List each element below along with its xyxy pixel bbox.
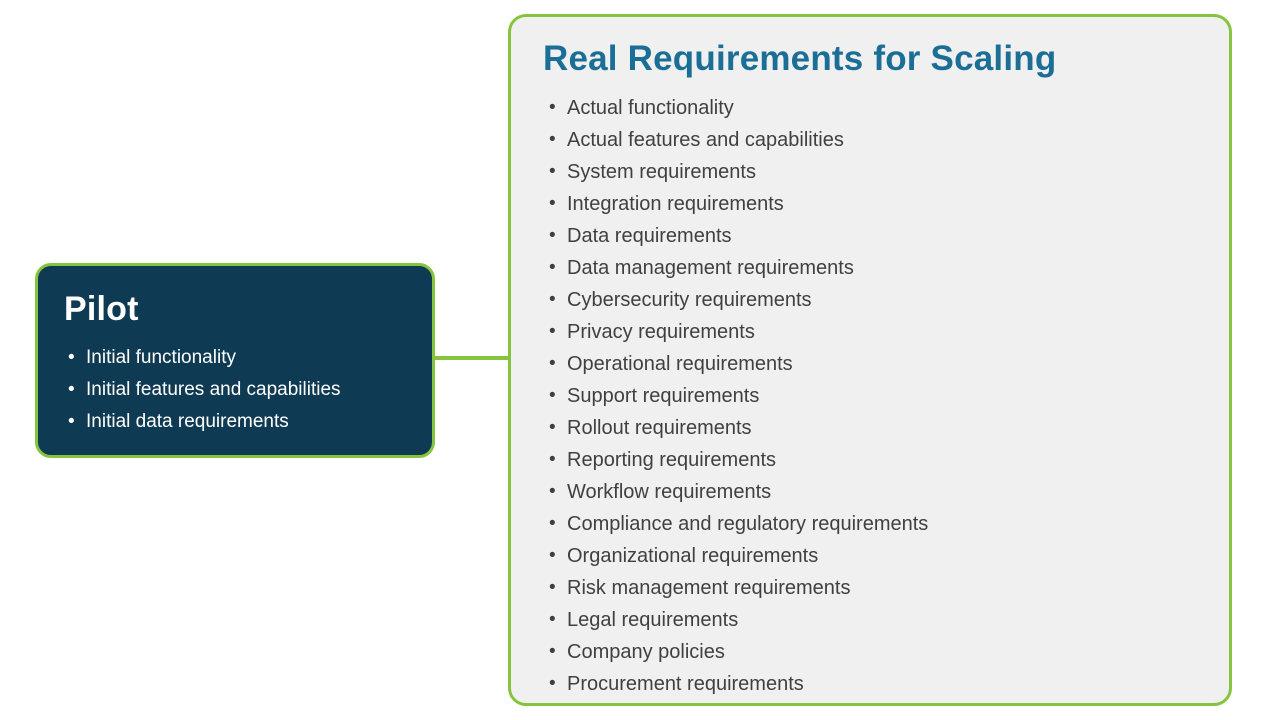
list-item: Reporting requirements — [543, 444, 1199, 476]
list-item: Support requirements — [543, 380, 1199, 412]
pilot-box: Pilot Initial functionalityInitial featu… — [35, 263, 435, 458]
list-item: Operational requirements — [543, 348, 1199, 380]
list-item: Initial features and capabilities — [64, 374, 408, 406]
list-item: Cybersecurity requirements — [543, 284, 1199, 316]
scaling-title: Real Requirements for Scaling — [543, 39, 1057, 78]
list-item: Integration requirements — [543, 188, 1199, 220]
list-item: Risk management requirements — [543, 572, 1199, 604]
list-item: Actual functionality — [543, 92, 1199, 124]
connector-line — [430, 356, 512, 360]
scaling-requirements-box: Real Requirements for Scaling Actual fun… — [508, 14, 1232, 706]
list-item: Compliance and regulatory requirements — [543, 508, 1199, 540]
list-item: Data requirements — [543, 220, 1199, 252]
list-item: Initial functionality — [64, 342, 408, 374]
list-item: Workflow requirements — [543, 476, 1199, 508]
pilot-title: Pilot — [64, 290, 139, 328]
list-item: Legal requirements — [543, 604, 1199, 636]
list-item: Initial data requirements — [64, 406, 408, 438]
list-item: Company policies — [543, 636, 1199, 668]
list-item: Actual features and capabilities — [543, 124, 1199, 156]
scaling-list: Actual functionalityActual features and … — [543, 92, 1199, 700]
list-item: System requirements — [543, 156, 1199, 188]
pilot-list: Initial functionalityInitial features an… — [64, 342, 408, 438]
list-item: Privacy requirements — [543, 316, 1199, 348]
list-item: Procurement requirements — [543, 668, 1199, 700]
list-item: Data management requirements — [543, 252, 1199, 284]
list-item: Organizational requirements — [543, 540, 1199, 572]
list-item: Rollout requirements — [543, 412, 1199, 444]
